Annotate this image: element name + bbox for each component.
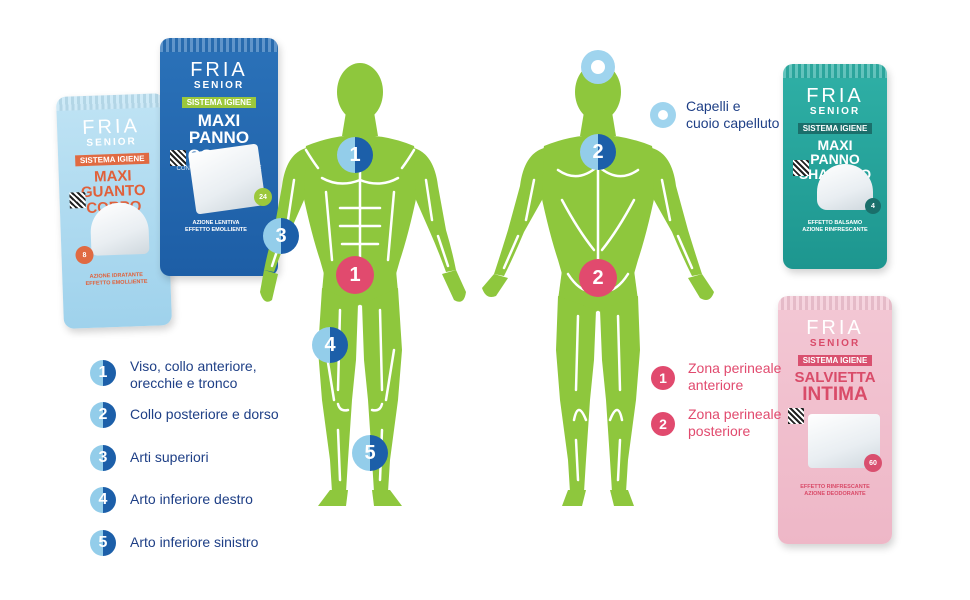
pack-effect: AZIONE IDRATANTE EFFETTO EMOLLIENTE [85, 272, 148, 287]
legend-text: Arto inferiore destro [130, 491, 253, 507]
count-badge: 4 [865, 198, 881, 214]
legend-text: Viso, collo anteriore,orecchie e tronco [130, 358, 257, 391]
legend-number: 5 [90, 530, 116, 556]
back-body-figure [482, 63, 714, 506]
legend-number: 2 [90, 402, 116, 428]
pack-brand: FRIA [806, 85, 864, 107]
scalp-marker-icon [581, 50, 615, 84]
count-badge: 8 [75, 245, 94, 265]
legend-number: 1 [651, 366, 675, 390]
pack-system: SISTEMA IGIENE [74, 152, 150, 167]
product-pack-panno-shampoo: FRIA SENIOR SISTEMA IGIENE MAXI PANNO SH… [783, 64, 887, 269]
qr-code-icon [69, 191, 86, 209]
legend-number: 2 [651, 412, 675, 436]
pack-title-line-2: INTIMA [802, 384, 868, 406]
legend-number: 3 [90, 445, 116, 471]
pack-brand: FRIA [190, 59, 248, 81]
zone-marker-pink-1: 1 [336, 256, 374, 294]
product-pack-salvietta-intima: FRIA SENIOR SISTEMA IGIENE SALVIETTA INT… [778, 296, 892, 544]
pack-line: SENIOR [809, 338, 861, 349]
pack-line: SENIOR [809, 106, 861, 117]
pack-seal [783, 64, 887, 78]
qr-code-icon [788, 408, 804, 424]
pack-seal [778, 296, 892, 310]
zone-marker-3: 3 [263, 218, 299, 254]
pack-title-line-1: SALVIETTA [794, 369, 876, 386]
zone-marker-5: 5 [352, 435, 388, 471]
pack-title-line-1: MAXI [817, 137, 853, 153]
zone-marker-pink-2: 2 [579, 259, 617, 297]
legend-number: 4 [90, 487, 116, 513]
cap-image [817, 164, 873, 210]
zone-marker-1: 1 [337, 137, 373, 173]
cloth-image [188, 143, 266, 215]
pack-line: SENIOR [86, 136, 137, 149]
legend-text: Arto inferiore sinistro [130, 534, 259, 550]
pack-seal [55, 93, 165, 111]
pack-effect: AZIONE LENITIVA EFFETTO EMOLLIENTE [185, 220, 247, 233]
pack-title-line-1: MAXI [197, 111, 241, 130]
legend-text: Collo posteriore e dorso [130, 406, 279, 422]
pack-line: SENIOR [193, 80, 245, 91]
zone-marker-2: 2 [580, 134, 616, 170]
pack-system: SISTEMA IGIENE [181, 97, 257, 108]
pack-system: SISTEMA IGIENE [797, 355, 873, 366]
product-pack-panno-corpo: FRIA SENIOR SISTEMA IGIENE MAXI PANNO CO… [160, 38, 278, 276]
pack-title: SALVIETTA INTIMA [778, 370, 892, 405]
qr-code-icon [793, 160, 809, 176]
count-badge: 60 [864, 454, 882, 472]
pack-effect: EFFETTO RINFRESCANTE AZIONE DEODORANTE [800, 484, 870, 497]
pack-system: SISTEMA IGIENE [797, 123, 873, 134]
product-pack-guanto-corpo: FRIA SENIOR SISTEMA IGIENE MAXI GUANTO C… [55, 93, 173, 329]
pack-effect: EFFETTO BALSAMO AZIONE RINFRESCANTE [802, 220, 868, 233]
count-badge: 24 [254, 188, 272, 206]
pack-seal [160, 38, 278, 52]
zone-marker-4: 4 [312, 327, 348, 363]
legend-text: Arti superiori [130, 449, 209, 465]
qr-code-icon [170, 150, 186, 166]
legend-number: 1 [90, 360, 116, 386]
scalp-legend-icon [650, 102, 676, 128]
pack-brand: FRIA [806, 317, 864, 339]
